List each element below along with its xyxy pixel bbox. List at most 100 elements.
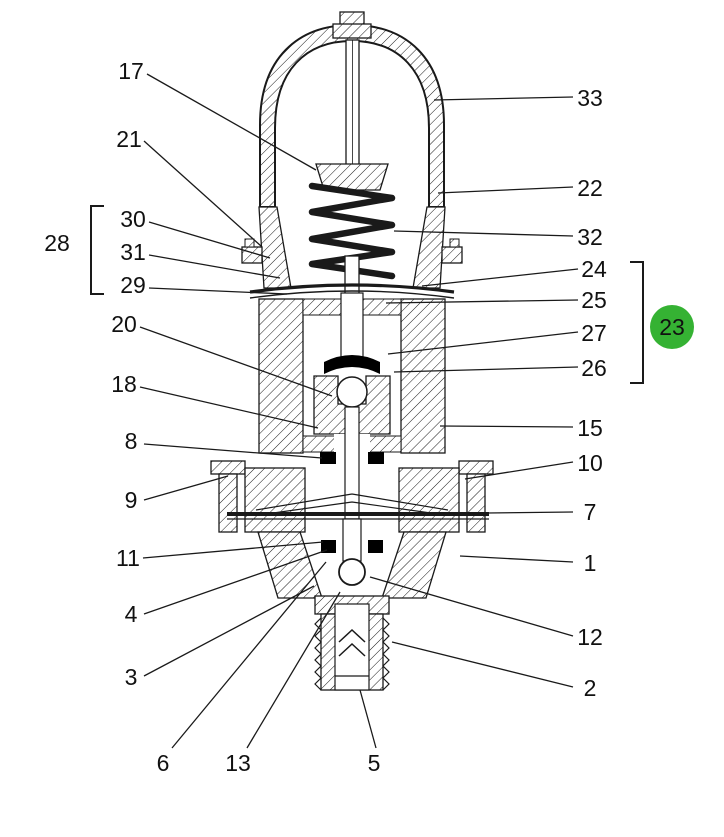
bonnet-notch-right xyxy=(449,238,460,248)
callout-12: 12 xyxy=(577,624,603,650)
leader-7 xyxy=(486,511,574,514)
leader-13 xyxy=(246,591,341,749)
bolt-shaft-right xyxy=(466,473,486,533)
callout-25: 25 xyxy=(581,287,607,313)
callout-29: 29 xyxy=(120,272,146,298)
left-bracket xyxy=(90,205,104,295)
bolt-shaft-left xyxy=(218,473,238,533)
flange-block-right xyxy=(398,467,460,533)
callout-30: 30 xyxy=(120,206,146,232)
lower-stem xyxy=(342,518,362,562)
callout-4: 4 xyxy=(125,601,138,627)
callout-2: 2 xyxy=(584,675,597,701)
callout-11: 11 xyxy=(116,545,140,571)
callout-26: 26 xyxy=(581,355,607,381)
leader-11 xyxy=(142,541,324,559)
valve-body-section xyxy=(258,292,446,520)
diaphragm-upper xyxy=(249,283,455,294)
spring-section xyxy=(308,182,396,280)
bolt-head-left xyxy=(210,460,246,475)
callout-21: 21 xyxy=(116,126,142,152)
callout-22: 22 xyxy=(577,175,603,201)
leader-21 xyxy=(143,140,262,247)
callout-32: 32 xyxy=(577,224,603,250)
stem-channel xyxy=(340,292,364,364)
leader-31 xyxy=(148,254,281,279)
leader-33 xyxy=(433,96,574,101)
callout-8: 8 xyxy=(125,428,138,454)
callout-23: 23 xyxy=(659,314,685,340)
leader-8 xyxy=(143,443,323,459)
spring-seat-upper xyxy=(315,163,389,191)
leader-lines xyxy=(139,73,579,749)
seal-8-left xyxy=(320,452,336,464)
callout-13: 13 xyxy=(225,750,251,776)
leader-32 xyxy=(393,230,574,237)
ball-valve-element xyxy=(338,558,366,586)
disc-spring xyxy=(255,493,449,515)
leader-3 xyxy=(143,585,315,677)
leader-24 xyxy=(421,268,579,287)
adjusting-nut-base xyxy=(332,23,372,39)
seal-ring-27 xyxy=(324,355,380,374)
bonnet-wall-left xyxy=(258,206,292,289)
highlight-marker: 23 xyxy=(650,305,694,349)
leader-25 xyxy=(385,299,579,304)
diaphragm-lower xyxy=(249,290,455,299)
callout-24: 24 xyxy=(581,256,607,282)
bore xyxy=(334,603,370,691)
threads-left xyxy=(314,617,322,691)
leader-22 xyxy=(437,186,574,194)
callout-7: 7 xyxy=(584,499,597,525)
retainer-clip xyxy=(338,628,366,657)
callout-9: 9 xyxy=(125,487,138,513)
leader-17 xyxy=(146,73,317,171)
callout-3: 3 xyxy=(125,664,138,690)
right-bracket xyxy=(630,261,644,384)
bonnet-wall-right xyxy=(412,206,446,289)
diaphragm-stem-upper xyxy=(344,255,360,295)
callout-31: 31 xyxy=(120,239,146,265)
seal-left-lower xyxy=(321,540,336,553)
leader-4 xyxy=(143,549,328,615)
leader-15 xyxy=(439,425,574,428)
flange-block-left xyxy=(244,467,306,533)
leader-5 xyxy=(359,689,377,749)
bracket-23-shape xyxy=(630,261,644,384)
callout-18: 18 xyxy=(111,371,137,397)
leader-9 xyxy=(143,475,229,501)
callout-33: 33 xyxy=(577,85,603,111)
body-wall-right xyxy=(400,298,446,454)
lower-wall-right xyxy=(381,531,447,599)
callout-5: 5 xyxy=(368,750,381,776)
callout-20: 20 xyxy=(111,311,137,337)
leader-27 xyxy=(387,331,579,355)
leader-1 xyxy=(459,555,574,563)
bottom-fitting-section xyxy=(314,595,390,691)
leader-30 xyxy=(148,221,271,259)
poppet xyxy=(336,376,368,408)
diaphragm-section xyxy=(249,255,455,299)
pressure-spring xyxy=(308,182,396,280)
leader-29 xyxy=(148,287,288,295)
callout-6: 6 xyxy=(157,750,170,776)
bonnet-notch-left xyxy=(244,238,255,248)
callout-17: 17 xyxy=(118,58,144,84)
leader-2 xyxy=(391,641,574,688)
seal-right-lower xyxy=(368,540,383,553)
bracket-28-shape xyxy=(90,205,104,295)
bonnet-flange-right xyxy=(441,246,463,264)
leader-10 xyxy=(464,461,574,480)
leader-18 xyxy=(139,386,319,429)
seal-8-right xyxy=(368,452,384,464)
threads-right xyxy=(382,617,390,691)
callout-10: 10 xyxy=(577,450,603,476)
lower-wall-left xyxy=(257,531,323,599)
bolt-head-right xyxy=(458,460,494,475)
leader-20 xyxy=(139,326,333,397)
callout-27: 27 xyxy=(581,320,607,346)
callout-labels: 17 21 28 30 31 29 20 18 8 9 11 4 3 6 13 … xyxy=(44,58,607,776)
leader-12 xyxy=(369,576,574,637)
leader-26 xyxy=(393,366,579,373)
